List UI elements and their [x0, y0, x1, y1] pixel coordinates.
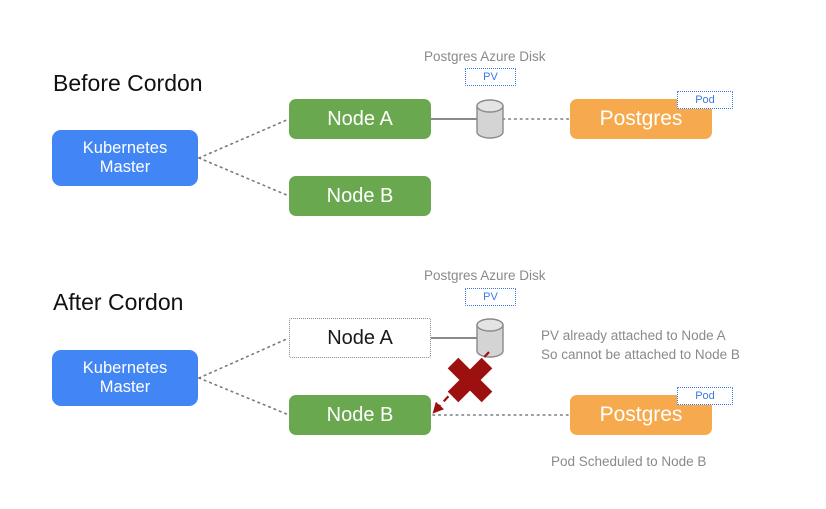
disk-cylinder-before [476, 99, 504, 139]
node-b-box-after[interactable]: Node B [289, 395, 431, 435]
master-label-line1: Kubernetes [82, 139, 168, 158]
master-label-line2: Master [99, 158, 151, 176]
pod-scheduled-caption: Pod Scheduled to Node B [551, 454, 707, 469]
pv-attach-annotation-line1: PV already attached to Node A [541, 328, 726, 343]
blocked-attach-arrow [432, 351, 490, 414]
pv-attach-annotation-line2: So cannot be attached to Node B [541, 347, 740, 363]
master-label-line2: Master [99, 378, 151, 396]
pv-badge-after: PV [465, 288, 516, 306]
error-x-icon [447, 357, 493, 403]
pod-badge-after: Pod [677, 387, 733, 405]
pv-badge-before: PV [465, 68, 516, 86]
node-a-box-before[interactable]: Node A [289, 99, 431, 139]
node-b-box-before[interactable]: Node B [289, 176, 431, 216]
section-title-before: Before Cordon [53, 70, 203, 96]
connector-master-to-node-b-after [198, 377, 290, 416]
connector-master-to-node-b-before [198, 157, 290, 197]
connector-master-to-node-a-after [198, 337, 290, 379]
disk-label-after: Postgres Azure Disk [424, 268, 546, 283]
connector-master-to-node-a-before [198, 118, 290, 159]
master-label-line1: Kubernetes [82, 359, 168, 378]
disk-label-before: Postgres Azure Disk [424, 49, 546, 64]
pv-attach-annotation: PV already attached to Node A So cannot … [541, 326, 740, 364]
kubernetes-master-box-after[interactable]: Kubernetes Master [52, 350, 198, 406]
disk-cylinder-after [476, 318, 504, 358]
node-a-box-after[interactable]: Node A [289, 318, 431, 358]
section-title-after: After Cordon [53, 289, 184, 315]
pod-badge-before: Pod [677, 91, 733, 109]
kubernetes-master-box-before[interactable]: Kubernetes Master [52, 130, 198, 186]
